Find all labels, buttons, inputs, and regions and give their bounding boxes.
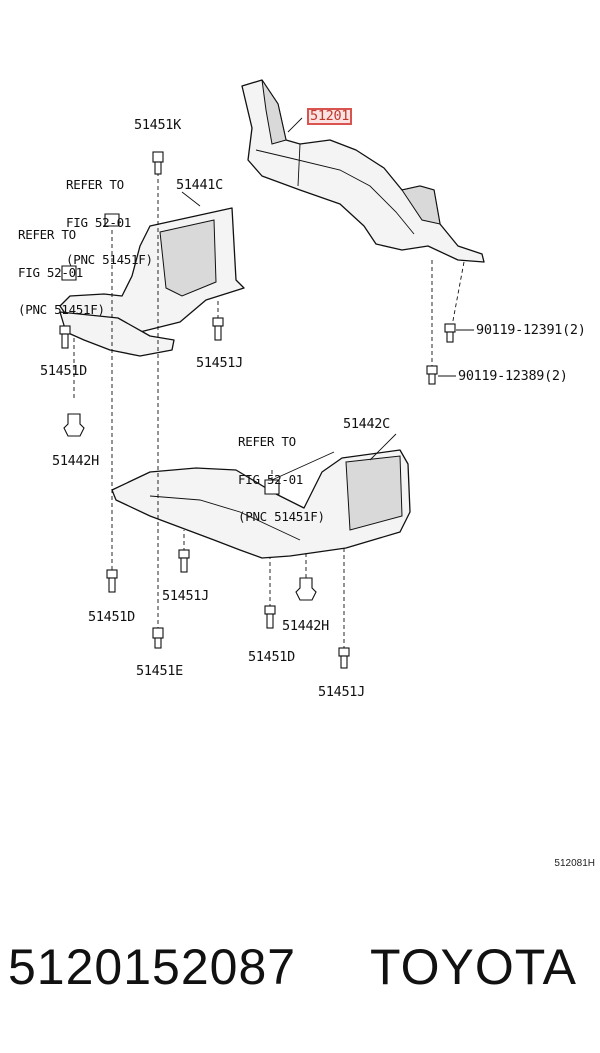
bolt-51451E[interactable] [152,627,164,649]
refer-note-c: REFER TO FIG 52-01 (PNC 51451F) [238,411,325,536]
bolt-90119-12391[interactable] [444,323,456,343]
callout-51451D-upper: 51451D [40,363,87,379]
under-cover-51442C[interactable] [111,449,411,559]
callout-51442H-right: 51442H [282,618,329,634]
crossmember-51201[interactable] [241,79,485,263]
callout-51451K: 51451K [134,117,181,133]
parts-diagram [59,79,485,669]
refer-c-line-3: (PNC 51451F) [238,509,325,524]
screw-51451D-mid[interactable] [264,605,276,629]
refer-c-line-2: FIG 52-01 [238,471,304,487]
callout-90119-12391: 90119-12391(2) [476,322,586,338]
callout-51441C: 51441C [176,177,223,193]
callout-51442H-left: 51442H [52,453,99,469]
cover-51441C[interactable] [59,207,245,357]
callout-51201[interactable]: 51201 [307,108,353,125]
refer-b-line-2: FIG 52-01 [18,264,84,280]
refer-a-line-1: REFER TO [66,177,124,192]
footer-part-number: 5120152087 [8,939,297,995]
screw-51451D-lower[interactable] [106,569,118,593]
callout-51451J-upper: 51451J [196,355,243,371]
callout-90119-12389: 90119-12389(2) [458,368,568,384]
refer-b-line-3: (PNC 51451F) [18,302,105,317]
footer-brand: TOYOTA [370,939,577,995]
refer-note-b: REFER TO FIG 52-01 (PNC 51451F) [18,204,105,329]
bolt-51451K[interactable] [152,151,164,175]
screw-51451J-right[interactable] [338,647,350,669]
refer-b-line-1: REFER TO [18,227,76,242]
bolt-90119-12389[interactable] [426,365,438,385]
diagram-code: 512081H [554,858,595,869]
callout-51451J-lower: 51451J [162,588,209,604]
refer-a-line-3: (PNC 51451F) [66,252,153,267]
clip-51451F-b[interactable] [61,265,77,281]
refer-c-line-1: REFER TO [238,434,296,449]
callout-51451E: 51451E [136,663,183,679]
clip-51442H-left[interactable] [63,413,85,437]
callout-51451D-lower: 51451D [88,609,135,625]
screw-51451D-upper[interactable] [59,325,71,349]
callout-51442C: 51442C [343,416,390,432]
refer-a-line-2: FIG 52-01 [66,214,132,230]
clip-51442H-right[interactable] [295,577,317,601]
clip-51451F-c[interactable] [264,479,280,495]
screw-51451J-lower[interactable] [178,549,190,573]
clip-51451F-a[interactable] [104,213,120,227]
callout-51451J-right: 51451J [318,684,365,700]
refer-note-a: REFER TO FIG 52-01 (PNC 51451F) [66,154,153,279]
screw-51451J-upper[interactable] [212,317,224,341]
callout-51451D-mid: 51451D [248,649,295,665]
